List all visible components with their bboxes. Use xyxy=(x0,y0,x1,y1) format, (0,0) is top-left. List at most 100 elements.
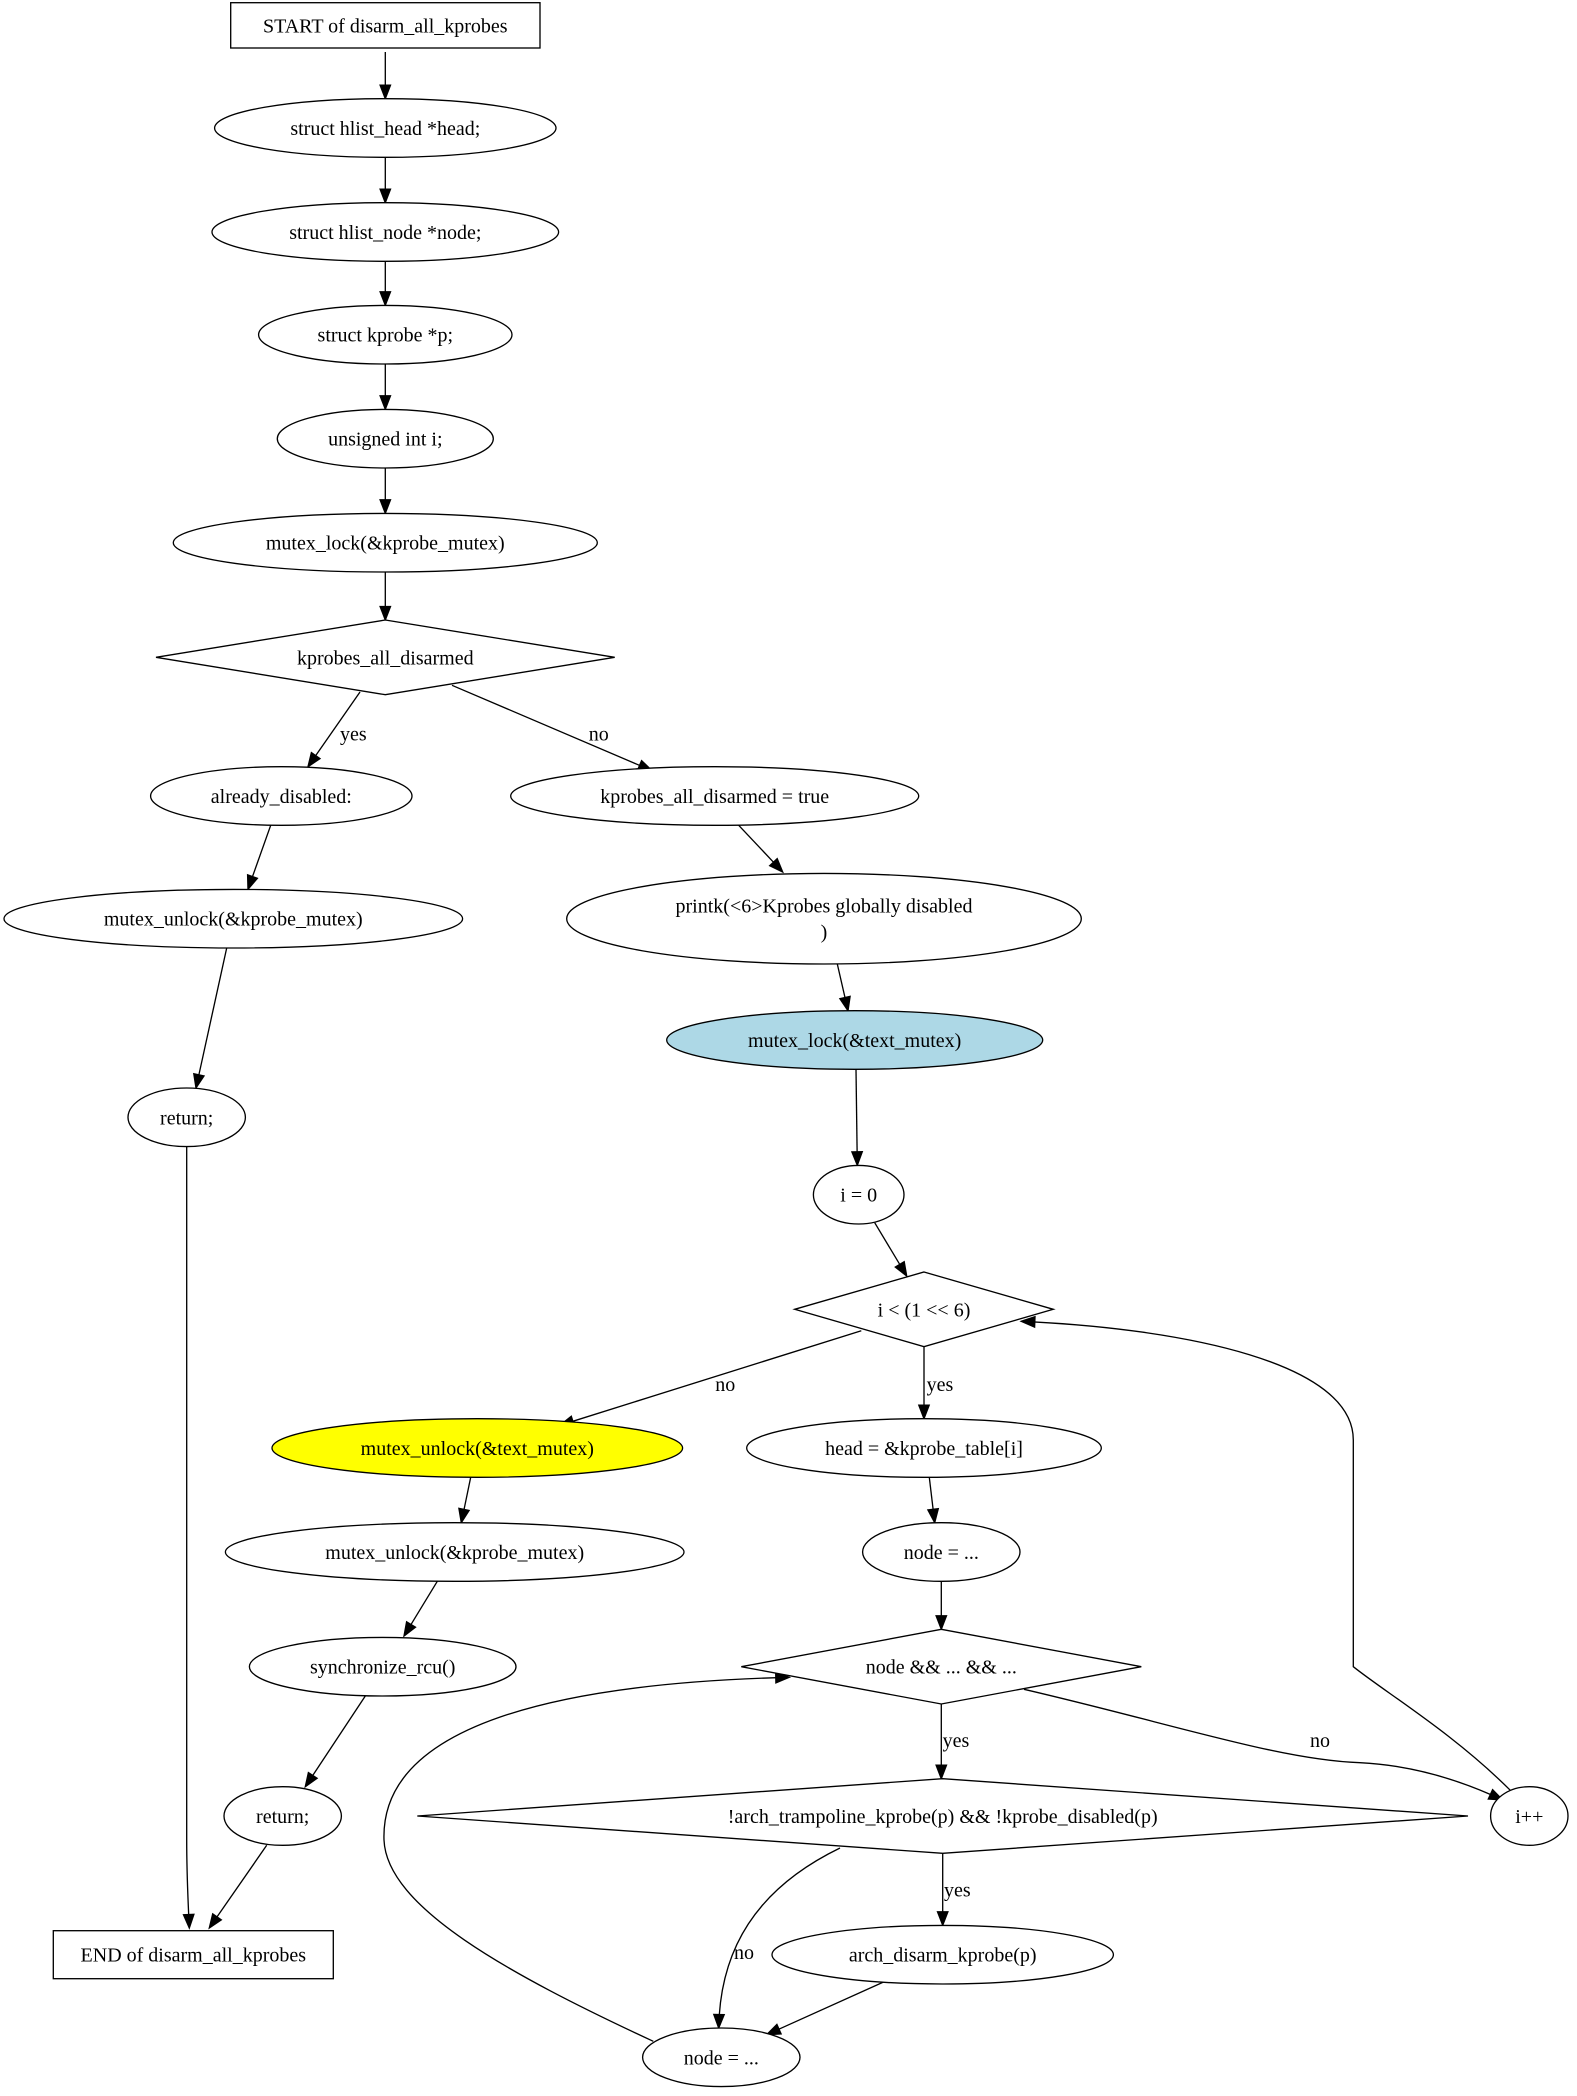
arrowhead xyxy=(379,84,392,101)
arrowhead xyxy=(246,873,259,892)
node-label: ) xyxy=(821,922,828,944)
node-label: return; xyxy=(160,1107,213,1129)
arrowhead xyxy=(182,1913,195,1930)
edge-line xyxy=(855,1069,858,1166)
edge-cond_arch-to-arch_disarm xyxy=(936,1853,949,1928)
edge-decl_node-to-decl_p xyxy=(379,261,392,308)
edge-line xyxy=(307,691,361,768)
node-label: mutex_unlock(&text_mutex) xyxy=(361,1438,594,1460)
arrowhead xyxy=(304,1771,319,1789)
node-node-assign2: node = ... xyxy=(641,2027,801,2088)
node-label: kprobes_all_disarmed xyxy=(297,647,474,669)
node-shape-ellipse xyxy=(641,2027,801,2088)
edge-label-yes: yes xyxy=(943,1730,970,1752)
node-cond-arch: !arch_trampoline_kprobe(p) && !kprobe_di… xyxy=(417,1778,1469,1854)
edge-line xyxy=(383,1676,790,2042)
node-shape-ellipse xyxy=(861,1522,1021,1582)
node-start: START of disarm_all_kprobes xyxy=(230,2,541,49)
node-already: already_disabled: xyxy=(149,766,413,826)
edge-cond_i-to-unlock_text xyxy=(558,1330,862,1427)
edge-line xyxy=(460,1477,472,1523)
node-shape-ellipse xyxy=(276,408,494,469)
node-return2: return; xyxy=(223,1786,343,1846)
node-shape-diamond xyxy=(741,1628,1142,1705)
node-return1: return; xyxy=(127,1087,247,1148)
edge-line xyxy=(718,1847,841,2029)
edge-line xyxy=(559,1330,862,1426)
node-label: mutex_unlock(&kprobe_mutex) xyxy=(325,1542,584,1564)
node-unlock-kp1: mutex_unlock(&kprobe_mutex) xyxy=(3,888,464,949)
node-label: struct hlist_node *node; xyxy=(289,222,481,244)
edge-decl_p-to-decl_i xyxy=(379,364,392,412)
node-cond-node: node && ... && ... xyxy=(741,1628,1142,1705)
edge-line xyxy=(1023,1688,1503,1801)
edge-decl_head-to-decl_node xyxy=(379,157,392,205)
edge-label-no: no xyxy=(1310,1730,1330,1752)
edge-unlock_kp2-to-sync_rcu xyxy=(403,1580,438,1638)
node-label: kprobes_all_disarmed = true xyxy=(600,786,829,808)
edge-line xyxy=(208,1844,268,1929)
node-shape-ellipse xyxy=(248,1636,517,1697)
edge-already-to-unlock_kp1 xyxy=(246,825,272,892)
edge-node_assign2-to-cond_node xyxy=(383,1671,792,2042)
arrowhead xyxy=(712,2013,726,2030)
node-label: node = ... xyxy=(904,1542,979,1564)
node-label: node = ... xyxy=(684,2047,759,2069)
edge-line xyxy=(451,684,653,772)
edge-unlock_text-to-unlock_kp2 xyxy=(458,1477,472,1525)
arrowhead xyxy=(838,995,851,1013)
node-set-disarmed: kprobes_all_disarmed = true xyxy=(510,766,920,826)
edge-label-no: no xyxy=(734,1942,754,1964)
node-decl-head: struct hlist_head *head; xyxy=(213,98,557,158)
node-shape-ellipse xyxy=(510,766,920,826)
edge-label-no: no xyxy=(589,723,609,745)
node-label: return; xyxy=(256,1806,309,1828)
node-shape-ellipse xyxy=(566,872,1082,965)
edge-unlock_kp1-to-return1 xyxy=(192,947,228,1090)
node-shape-ellipse xyxy=(213,98,557,158)
edge-line xyxy=(304,1695,366,1788)
edge-decl_i-to-lock_kprobe xyxy=(379,468,392,516)
edge-cond_arch-to-node_assign2 xyxy=(712,1847,841,2030)
node-i-init: i = 0 xyxy=(812,1164,905,1225)
arrowhead xyxy=(379,291,392,308)
node-shape-ellipse xyxy=(1489,1786,1569,1846)
node-label: i = 0 xyxy=(840,1185,877,1207)
node-shape-ellipse xyxy=(771,1924,1115,1985)
arrowhead xyxy=(935,1615,948,1632)
node-shape-ellipse xyxy=(211,202,560,262)
arrowhead xyxy=(917,1404,931,1421)
edge-node_assign1-to-cond_node xyxy=(935,1581,948,1632)
arrowhead xyxy=(306,751,322,769)
edge-label-yes: yes xyxy=(927,1374,954,1396)
edge-return1-to-end xyxy=(182,1146,195,1930)
edge-line xyxy=(403,1580,438,1637)
node-unlock-kp2: mutex_unlock(&kprobe_mutex) xyxy=(224,1522,685,1582)
edge-i_init-to-cond_i xyxy=(874,1222,908,1278)
edge-line xyxy=(766,1979,889,2036)
node-shape-box xyxy=(52,1930,334,1980)
node-label: struct hlist_head *head; xyxy=(290,118,480,140)
arrowhead xyxy=(379,499,392,516)
edge-line xyxy=(836,963,849,1011)
edge-line xyxy=(186,1146,190,1929)
edge-line xyxy=(195,947,228,1089)
node-shape-diamond xyxy=(155,619,615,696)
edge-lock_text-to-i_init xyxy=(850,1069,864,1168)
node-label: !arch_trampoline_kprobe(p) && !kprobe_di… xyxy=(728,1806,1158,1828)
arrowhead xyxy=(926,1507,940,1525)
edge-head_assign-to-node_assign1 xyxy=(926,1477,940,1525)
arrowhead xyxy=(208,1912,223,1930)
edge-label-no: no xyxy=(715,1374,735,1396)
arrowhead xyxy=(379,188,392,205)
node-label: synchronize_rcu() xyxy=(310,1657,456,1679)
edge-cond_node-to-i_inc xyxy=(1023,1688,1505,1801)
node-printk: printk(<6>Kprobes globally disabled) xyxy=(566,872,1082,965)
node-decl-node: struct hlist_node *node; xyxy=(211,202,560,262)
node-label: END of disarm_all_kprobes xyxy=(81,1945,307,1967)
node-cond-i: i < (1 << 6) xyxy=(792,1271,1056,1348)
edge-line xyxy=(247,825,272,890)
node-shape-ellipse xyxy=(812,1164,905,1225)
